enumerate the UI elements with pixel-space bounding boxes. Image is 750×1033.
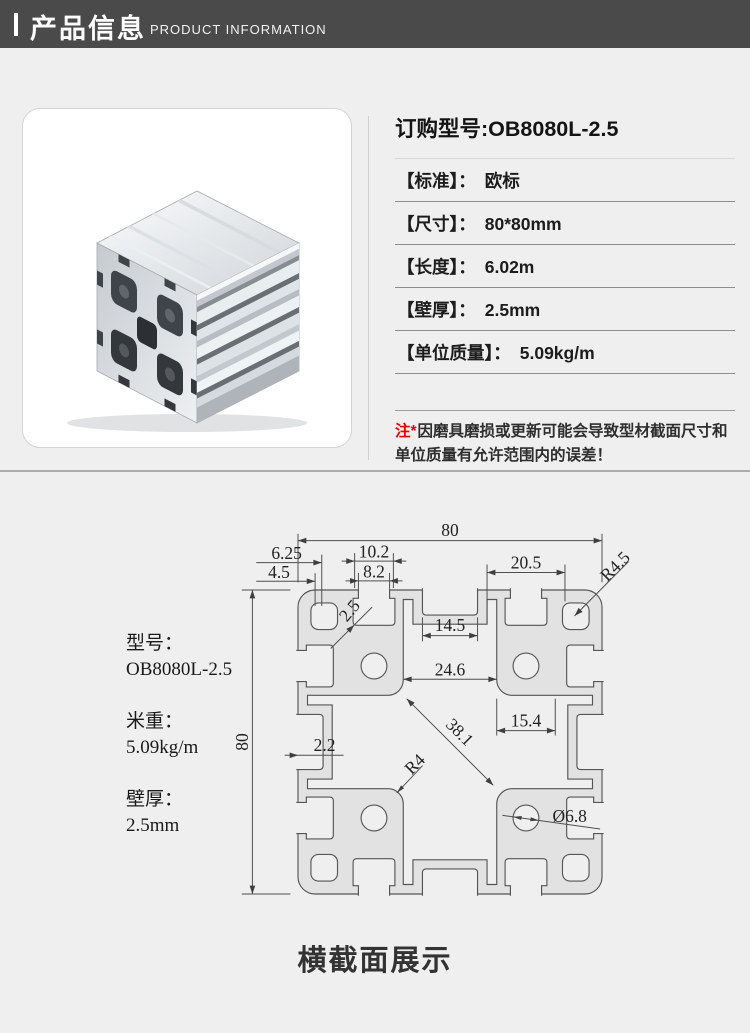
dim-dia-6-8: Ø6.8 [552, 806, 587, 826]
note-line2: 单位质量有允许范围内的误差！ [395, 447, 613, 464]
side-label-model: 型号： OB8080L-2.5 [126, 631, 276, 683]
side-value: OB8080L-2.5 [126, 659, 233, 680]
product-photo [67, 190, 307, 432]
side-value: 2.5mm [126, 815, 180, 836]
vertical-divider [368, 116, 369, 460]
spec-row-length: 【长度】： 6.02m [395, 245, 735, 288]
spec-row-wall-thickness: 【壁厚】： 2.5mm [395, 288, 735, 331]
corner-chambers [310, 602, 590, 882]
spec-label: 【标准】： [397, 171, 476, 191]
spec-row-unit-weight: 【单位质量】： 5.09kg/m [395, 331, 735, 374]
dim-10-2: 10.2 [359, 542, 390, 562]
section-divider [0, 470, 750, 472]
side-label: 壁厚： [126, 789, 184, 810]
cross-section: 型号： OB8080L-2.5 米重： 5.09kg/m 壁厚： 2.5mm [0, 485, 750, 1033]
dim-left-height: 80 [232, 733, 252, 751]
dim-20-5: 20.5 [511, 553, 542, 573]
dim-15-4: 15.4 [511, 710, 542, 730]
spec-value: 6.02m [484, 257, 535, 277]
spec-row-standard: 【标准】： 欧标 [395, 159, 735, 202]
page-subtitle: PRODUCT INFORMATION [150, 22, 327, 37]
side-face-grooves [197, 243, 299, 423]
side-label: 米重： [126, 711, 184, 732]
spec-label: 【单位质量】： [397, 343, 511, 363]
product-photo-card [22, 108, 352, 448]
spec-value: 5.09kg/m [519, 343, 595, 363]
dim-4-5: 4.5 [268, 562, 290, 582]
spec-value: 80*80mm [484, 214, 562, 234]
photo-reflection [67, 414, 307, 432]
spec-label: 【长度】： [397, 257, 476, 277]
dim-24-6: 24.6 [435, 660, 466, 680]
order-model-title: 订购型号:OB8080L-2.5 [395, 117, 619, 141]
header-bar: 产品信息 PRODUCT INFORMATION [0, 0, 750, 48]
dim-8-2: 8.2 [363, 561, 385, 581]
side-label-meter-weight: 米重： 5.09kg/m [126, 709, 276, 761]
side-value: 5.09kg/m [126, 737, 199, 758]
spec-label: 【尺寸】： [397, 214, 476, 234]
cross-section-drawing: 80 6.25 4.5 10.2 8.2 20.5 R4.5 2.5 14.5 … [232, 520, 634, 898]
drawing-caption: 横截面展示 [297, 945, 453, 977]
note-line1: 因磨具磨损或更新可能会导致型材截面尺寸和 [417, 423, 728, 440]
spec-value: 欧标 [484, 171, 520, 191]
spec-value: 2.5mm [484, 300, 541, 320]
note-prefix: 注* [395, 423, 417, 440]
side-label-wall: 壁厚： 2.5mm [126, 787, 276, 839]
dimension-arrows [249, 537, 602, 894]
dim-top-width: 80 [441, 520, 459, 540]
side-label: 型号： [126, 633, 184, 654]
spec-label: 【壁厚】： [397, 300, 476, 320]
note-text: 注*因磨具磨损或更新可能会导致型材截面尺寸和 单位质量有允许范围内的误差！ [395, 410, 735, 468]
dim-6-25: 6.25 [271, 543, 302, 563]
dim-14-5: 14.5 [435, 615, 466, 635]
spec-row-size: 【尺寸】： 80*80mm [395, 202, 735, 245]
dim-2-2: 2.2 [314, 735, 336, 755]
page-title: 产品信息 [30, 14, 146, 44]
core-holes [360, 652, 540, 832]
section-cavities [97, 254, 197, 412]
top-face-stripes [108, 199, 282, 289]
title-underline [395, 158, 735, 159]
title-accent-bar [14, 13, 18, 36]
drawing-side-labels: 型号： OB8080L-2.5 米重： 5.09kg/m 壁厚： 2.5mm [126, 631, 276, 865]
spec-panel: 订购型号:OB8080L-2.5 【标准】： 欧标 【尺寸】： 80*80mm … [395, 112, 735, 468]
